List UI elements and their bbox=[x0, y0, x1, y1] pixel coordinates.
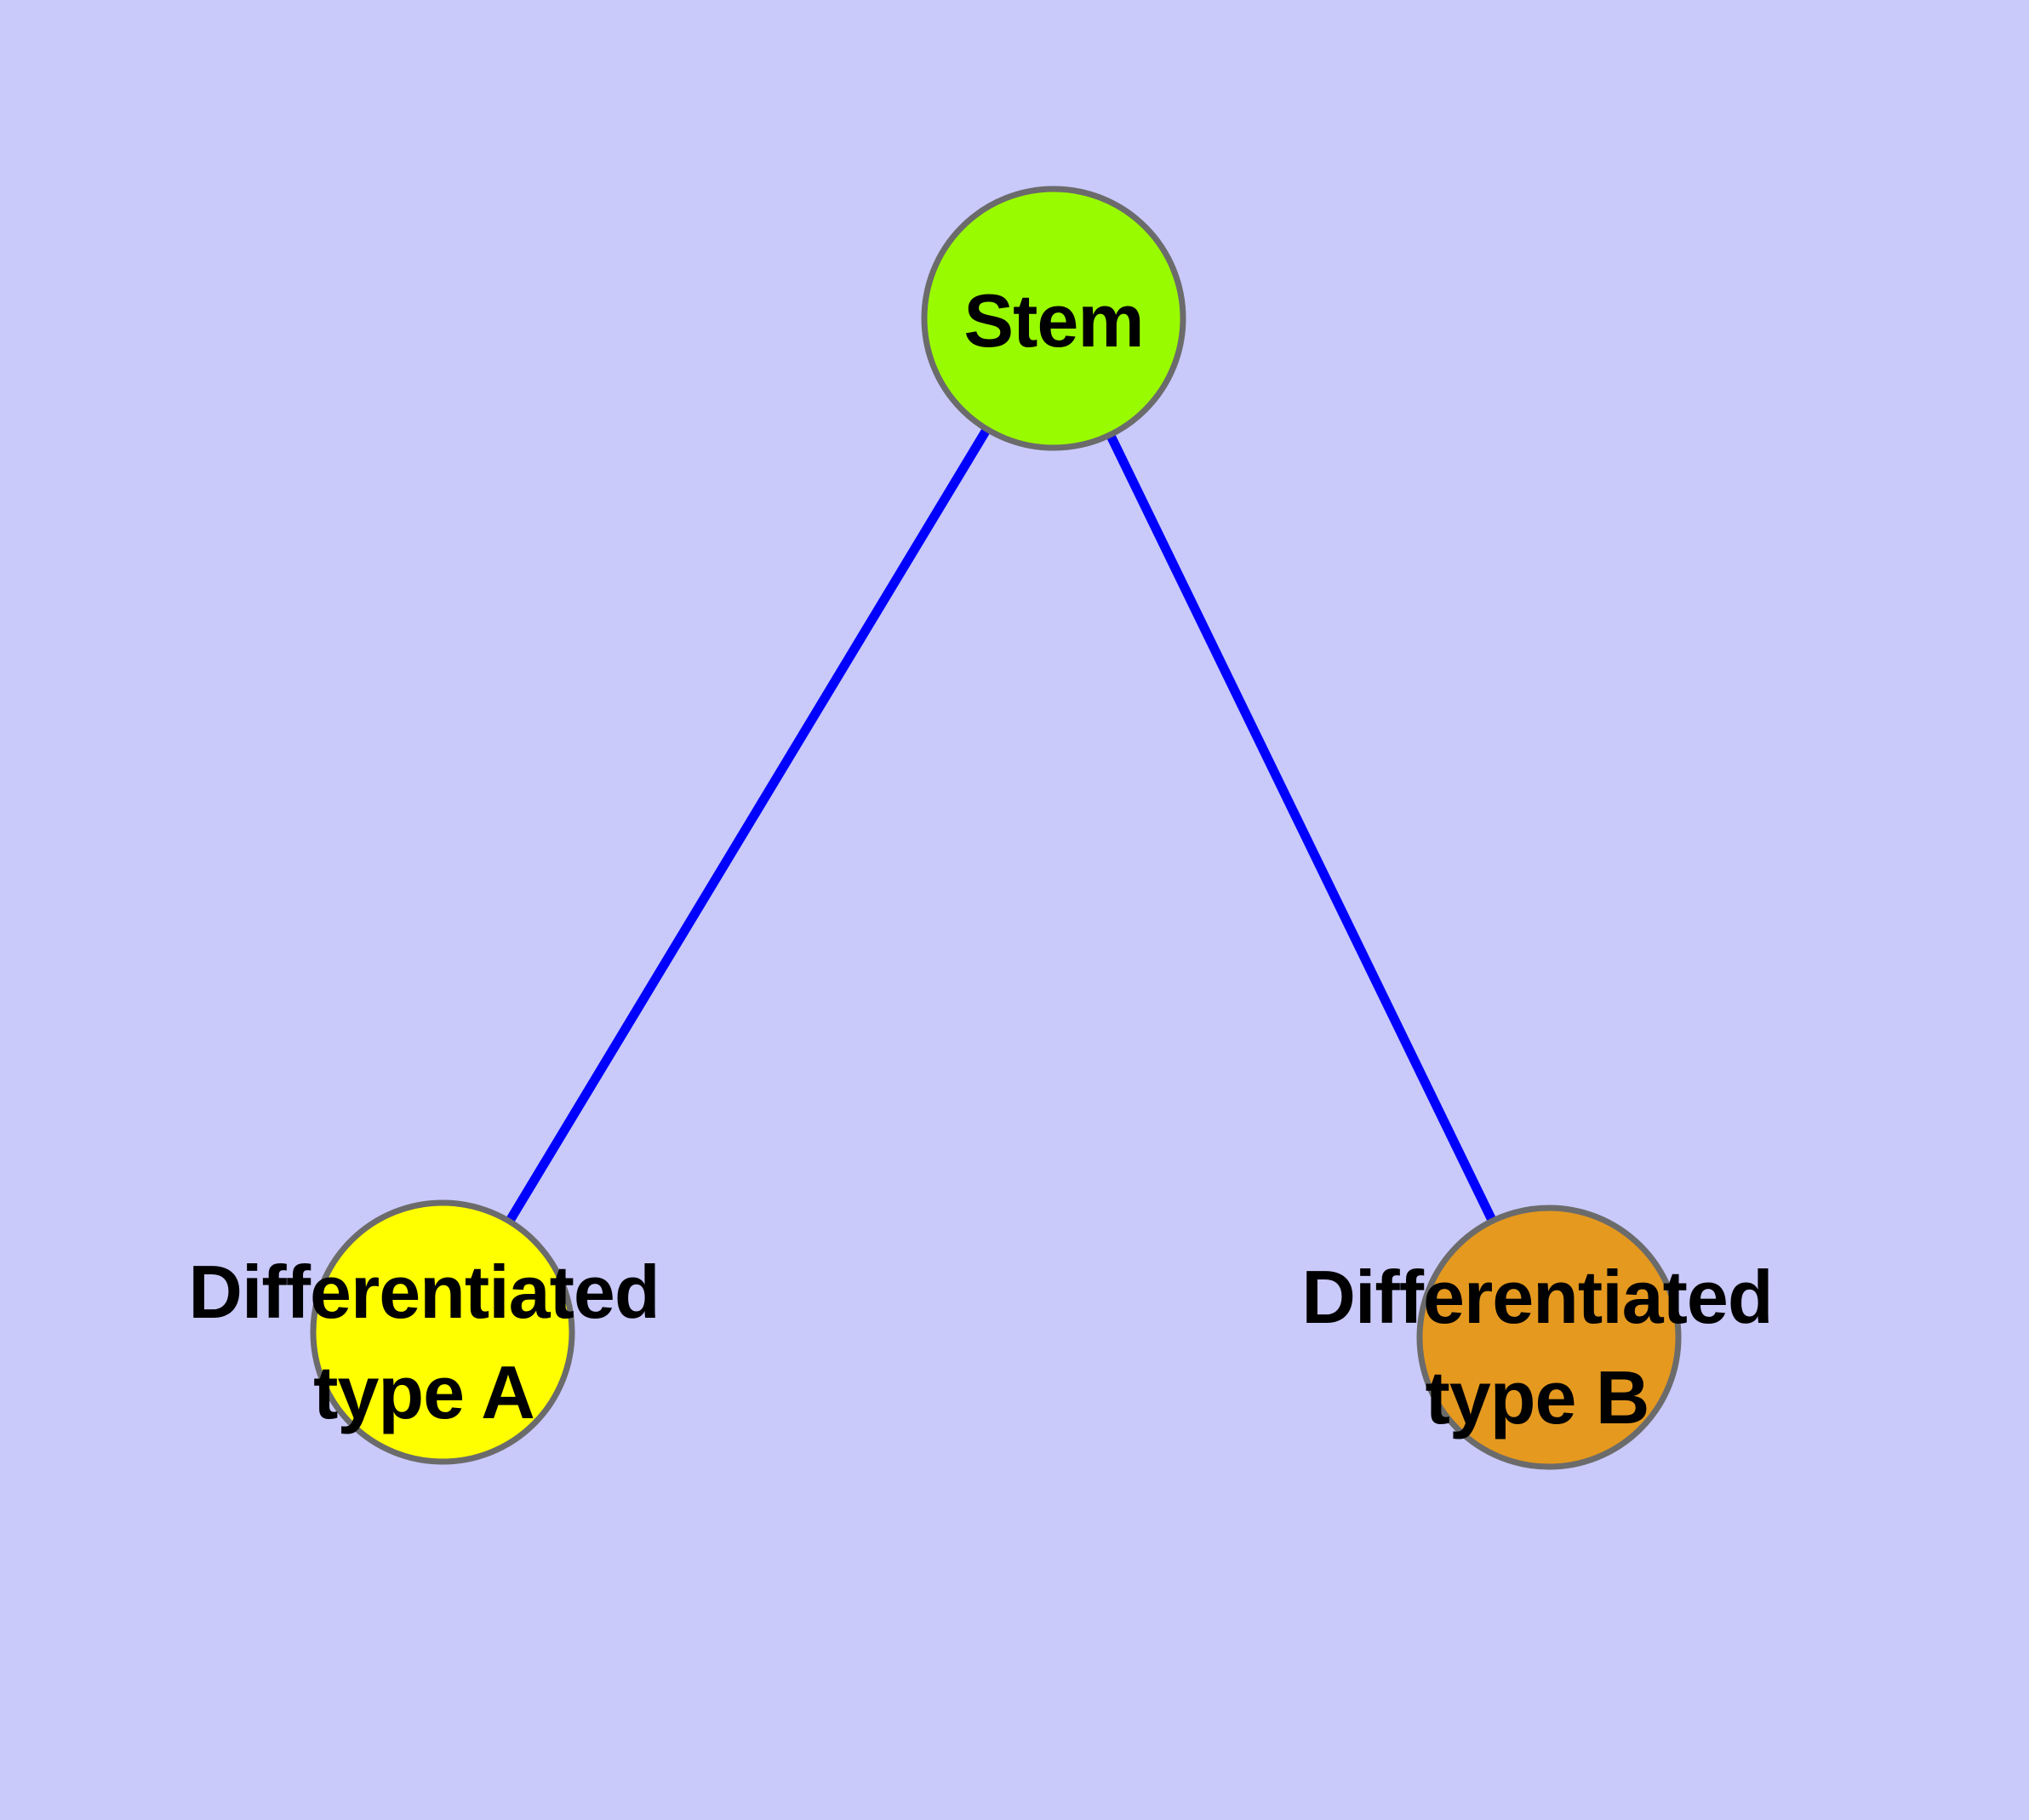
node-stem-circle bbox=[921, 186, 1186, 451]
node-type-a-label-line1: Differentiated bbox=[188, 1250, 660, 1334]
node-stem-label-line: Stem bbox=[963, 278, 1144, 363]
node-type-b-label: Differentiated type B bbox=[1301, 1247, 1773, 1448]
node-type-a-circle bbox=[310, 1199, 575, 1465]
node-type-b-label-line1: Differentiated bbox=[1301, 1255, 1773, 1339]
node-type-a-label-line2: type A bbox=[313, 1350, 535, 1434]
node-type-b-label-line2: type B bbox=[1425, 1355, 1650, 1439]
edge-stem-to-type-b bbox=[1049, 316, 1553, 1340]
edge-stem-to-type-a bbox=[438, 316, 1058, 1335]
node-type-a-label: Differentiated type A bbox=[188, 1242, 660, 1443]
node-stem-label: Stem bbox=[963, 271, 1144, 371]
node-type-b-circle bbox=[1416, 1205, 1682, 1470]
